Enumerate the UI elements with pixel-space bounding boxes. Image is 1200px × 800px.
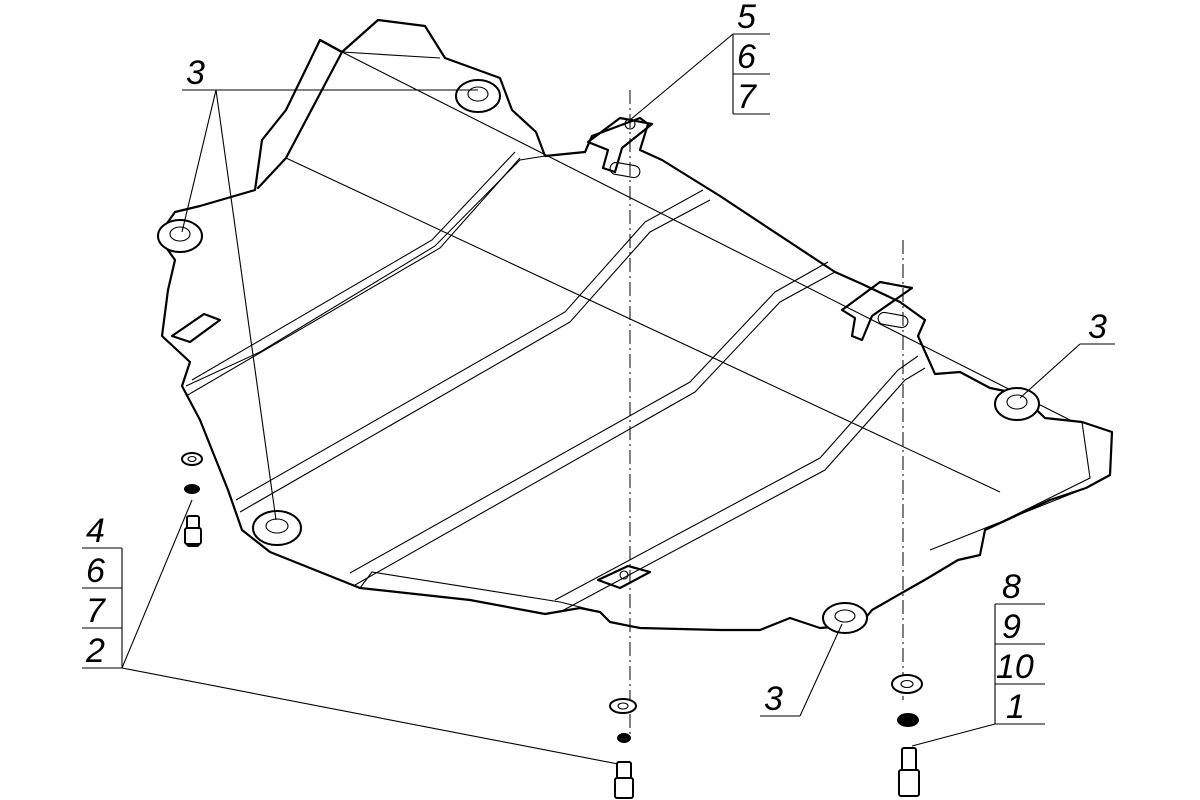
bracket-bottom — [596, 564, 652, 590]
callout-3-bottom: 3 — [764, 680, 783, 718]
callout-10: 10 — [996, 648, 1034, 686]
bracket-left — [170, 312, 222, 344]
callout-8: 8 — [1002, 568, 1021, 606]
hardware-left — [181, 452, 203, 547]
callout-5: 5 — [737, 0, 756, 36]
bracket-right — [840, 280, 914, 342]
callout-7: 7 — [737, 78, 757, 116]
callout-labels: 5 6 7 3 3 3 4 6 7 2 8 9 10 1 — [85, 0, 1107, 726]
boss-right — [994, 387, 1040, 421]
skid-plate — [156, 18, 1114, 632]
boss-left — [157, 219, 203, 253]
hardware-center — [609, 698, 637, 799]
callout-6-left: 6 — [86, 552, 105, 590]
boss-bottom — [822, 602, 868, 634]
leader-lines — [82, 33, 1115, 765]
callout-3-right: 3 — [1088, 308, 1107, 346]
callout-4: 4 — [86, 512, 105, 550]
callout-2: 2 — [85, 632, 105, 670]
hardware-right — [891, 674, 923, 797]
callout-3-top-left: 3 — [186, 54, 205, 92]
boss-lower-left — [252, 510, 302, 546]
callout-6: 6 — [737, 38, 756, 76]
callout-7-left: 7 — [86, 592, 106, 630]
callout-1: 1 — [1006, 688, 1025, 726]
boss-top — [455, 79, 501, 113]
callout-9: 9 — [1002, 608, 1021, 646]
